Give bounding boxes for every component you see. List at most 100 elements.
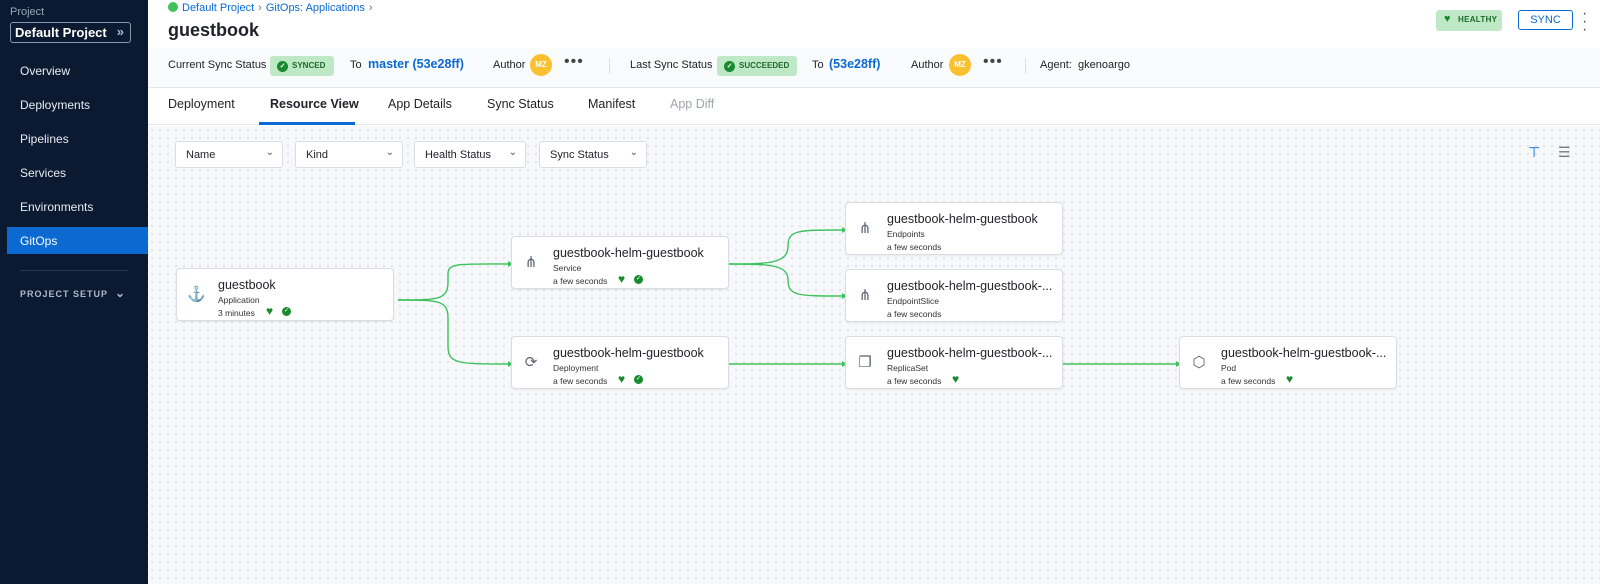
divider (1025, 58, 1026, 74)
resource-node-endpointslice[interactable]: ⋔ guestbook-helm-guestbook-... EndpointS… (845, 269, 1063, 322)
heart-icon: ♥ (1444, 13, 1451, 25)
edge-arrow (508, 361, 513, 367)
node-kind: Pod (1221, 363, 1237, 373)
author-label: Author (911, 59, 944, 71)
resource-node-pod[interactable]: ⬡ guestbook-helm-guestbook-... Pod a few… (1179, 336, 1397, 389)
sidebar-item-overview[interactable]: Overview (20, 64, 71, 78)
resource-node-service[interactable]: ⋔ guestbook-helm-guestbook Service a few… (511, 236, 729, 289)
filter-health-status[interactable]: Health Status ⌄ (414, 141, 526, 168)
current-sync-label: Current Sync Status (168, 59, 267, 71)
resource-node-application[interactable]: ⚓ guestbook Application 3 minutes ♥ ✓ (176, 268, 394, 321)
edge (724, 229, 843, 265)
filter-health-label: Health Status (425, 149, 492, 161)
replicaset-icon: ❐ (858, 354, 872, 371)
node-name: guestbook-helm-guestbook (887, 212, 1038, 226)
project-selector[interactable]: Default Project » (10, 22, 131, 43)
sidebar-item-pipelines[interactable]: Pipelines (20, 132, 69, 146)
edge-arrow (1176, 361, 1181, 367)
node-kind: Endpoints (887, 229, 925, 239)
last-revision-link[interactable]: (53e28ff) (829, 57, 881, 71)
node-age: a few seconds (887, 309, 942, 319)
breadcrumb: Default Project›GitOps: Applications› (168, 2, 377, 14)
filter-sync-label: Sync Status (550, 149, 609, 161)
sidebar: Project Default Project » Overview Deplo… (0, 0, 148, 584)
healthy-heart-icon: ♥ (266, 304, 274, 318)
list-view-icon[interactable]: ☰ (1558, 144, 1571, 160)
project-setup-label: PROJECT SETUP (20, 289, 109, 299)
node-age: a few seconds (553, 376, 608, 386)
main-content: Default Project›GitOps: Applications› gu… (148, 0, 1600, 584)
to-label: To (812, 59, 824, 71)
sidebar-item-services[interactable]: Services (20, 166, 67, 180)
healthy-heart-icon: ♥ (618, 272, 626, 286)
check-circle-icon: ✓ (277, 61, 288, 72)
node-kind: Deployment (553, 363, 599, 373)
node-name: guestbook-helm-guestbook-... (1221, 346, 1387, 360)
resource-node-replicaset[interactable]: ❐ guestbook-helm-guestbook-... ReplicaSe… (845, 336, 1063, 389)
tree-view-icon[interactable]: ⊤ (1528, 144, 1541, 160)
deployment-icon: ⟳ (524, 354, 538, 371)
double-chevron-right-icon: » (116, 24, 124, 39)
sync-button[interactable]: SYNC (1518, 10, 1573, 30)
active-tab-indicator (259, 122, 355, 125)
healthy-heart-icon: ♥ (1286, 372, 1294, 386)
tab-app-diff[interactable]: App Diff (670, 97, 715, 111)
chevron-down-icon: ⌄ (265, 147, 274, 158)
sidebar-item-deployments[interactable]: Deployments (20, 98, 91, 112)
tab-deployment[interactable]: Deployment (168, 97, 235, 111)
graph-edges (397, 227, 1181, 367)
node-name: guestbook-helm-guestbook-... (887, 346, 1053, 360)
node-kind: ReplicaSet (887, 363, 929, 373)
sidebar-item-gitops[interactable]: GitOps (7, 227, 148, 254)
synced-check-icon: ✓ (634, 275, 643, 284)
health-badge: ♥ HEALTHY (1436, 10, 1502, 31)
chevron-down-icon: ⌄ (508, 147, 517, 158)
sidebar-item-environments[interactable]: Environments (20, 200, 94, 214)
edge-arrow (842, 227, 847, 233)
edge-arrow (842, 361, 847, 367)
edge-arrow (842, 293, 847, 299)
edge-arrow (508, 261, 513, 267)
health-badge-label: HEALTHY (1458, 15, 1498, 24)
node-kind: Service (553, 263, 582, 273)
filter-sync-status[interactable]: Sync Status⌄ (539, 141, 647, 168)
more-horizontal-icon[interactable]: ••• (564, 53, 584, 70)
current-sync-badge-label: SYNCED (292, 61, 326, 70)
chevron-down-icon: ⌄ (115, 286, 127, 300)
more-horizontal-icon[interactable]: ••• (983, 53, 1003, 70)
node-name: guestbook-helm-guestbook (553, 346, 704, 360)
chevron-down-icon: ⌄ (385, 147, 394, 158)
more-options-icon[interactable]: ··· (1582, 5, 1588, 38)
tab-bar: Deployment Resource View App Details Syn… (148, 88, 1600, 125)
node-name: guestbook-helm-guestbook-... (887, 279, 1053, 293)
tab-manifest[interactable]: Manifest (588, 97, 636, 111)
resource-graph-canvas[interactable]: Name⌄ Kind⌄ Health Status⌄ Sync Status⌄ … (148, 126, 1600, 584)
pod-icon: ⬡ (1192, 354, 1206, 371)
tab-sync-status[interactable]: Sync Status (487, 97, 554, 111)
breadcrumb-applications[interactable]: GitOps: Applications (265, 2, 365, 14)
tab-app-details[interactable]: App Details (388, 97, 452, 111)
filter-kind-label: Kind (306, 149, 329, 161)
project-icon (168, 2, 178, 12)
resource-node-endpoints[interactable]: ⋔ guestbook-helm-guestbook Endpoints a f… (845, 202, 1063, 255)
avatar: MZ (530, 54, 552, 76)
filter-name[interactable]: Name⌄ (175, 141, 283, 168)
edge (397, 299, 509, 365)
current-revision-link[interactable]: master (53e28ff) (368, 57, 464, 71)
resource-node-deployment[interactable]: ⟳ guestbook-helm-guestbook Deployment a … (511, 336, 729, 389)
last-sync-label: Last Sync Status (630, 59, 713, 71)
project-name: Default Project (15, 25, 107, 40)
breadcrumb-project[interactable]: Default Project (182, 2, 255, 14)
agent-value: gkenoargo (1078, 59, 1130, 71)
agent-label: Agent: (1040, 59, 1072, 71)
node-age: a few seconds (553, 276, 608, 286)
filter-kind[interactable]: Kind ⌄ (295, 141, 403, 168)
node-name: guestbook (218, 278, 276, 292)
chevron-right-icon: › (258, 2, 262, 14)
node-kind: EndpointSlice (887, 296, 939, 306)
check-circle-icon: ✓ (724, 61, 735, 72)
tab-resource-view[interactable]: Resource View (270, 97, 359, 111)
author-label: Author (493, 59, 526, 71)
sidebar-divider (20, 270, 128, 271)
project-setup-toggle[interactable]: PROJECT SETUP ⌄ (20, 286, 125, 300)
